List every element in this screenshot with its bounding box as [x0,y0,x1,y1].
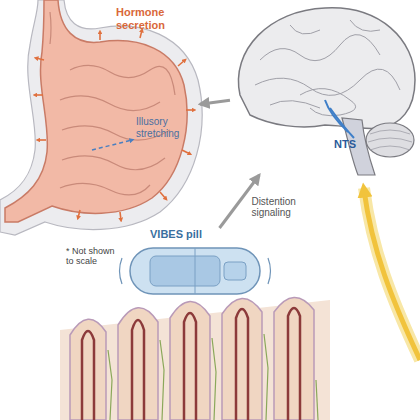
vagal-afferent-arrow [364,190,420,360]
nts-label: NTS [334,138,364,151]
vagal-afferent-arrow [364,188,420,360]
brain-illustration [230,0,420,175]
signal-arrow [200,100,230,104]
stomach-node: Hormone secretionIllusory stretching [0,0,200,235]
pill-node: VIBES pill [120,228,265,300]
hormone-label: Hormone secretion [116,6,178,31]
brain-node: NTS [230,0,420,175]
nerve-fibers [108,334,318,420]
blood-vessels [82,308,300,420]
stomach-illustration [0,0,200,235]
illusory-label: Illusory stretching [136,116,196,139]
pill-label: VIBES pill [150,228,230,241]
villi [70,297,314,420]
edge-label: Distention signaling [251,196,315,219]
note-label: * Not shown to scale [66,246,124,267]
